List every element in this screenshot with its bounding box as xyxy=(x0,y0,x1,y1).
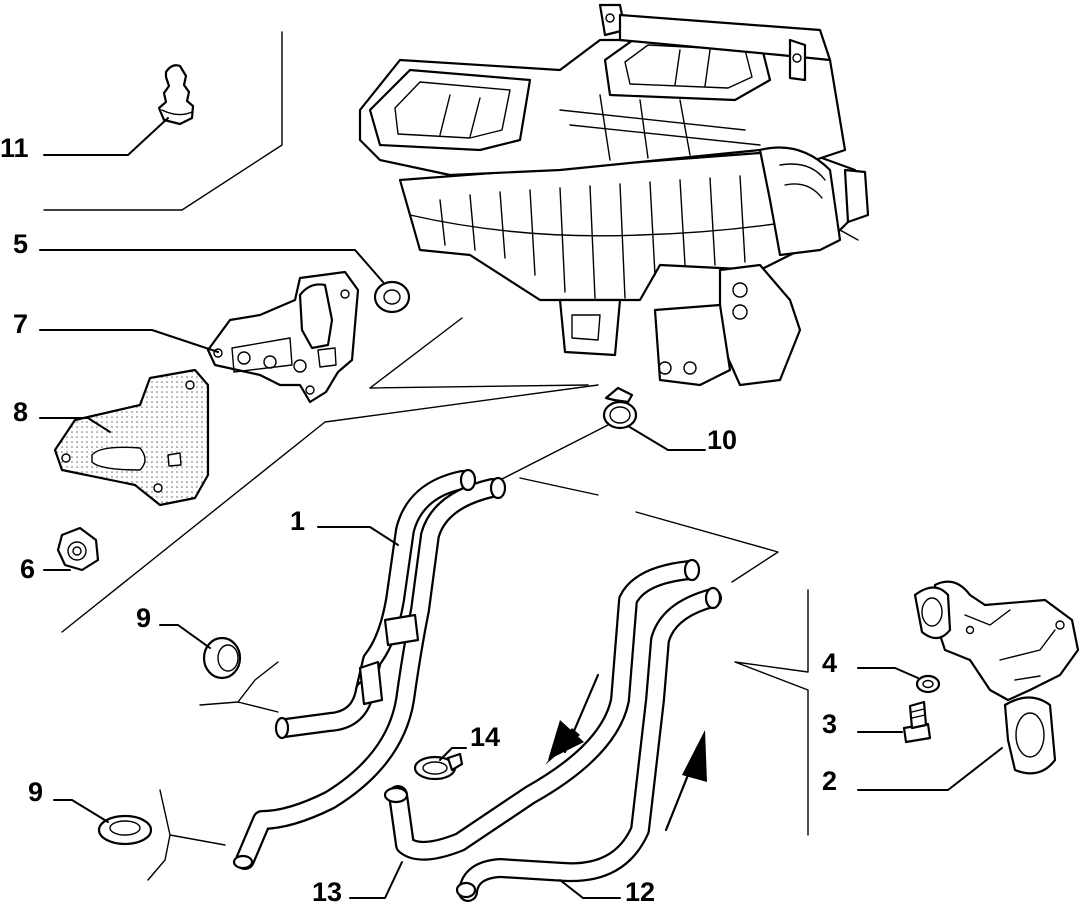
heater-housing xyxy=(358,3,870,387)
group-line-d xyxy=(519,477,599,496)
push-clip-part xyxy=(157,64,195,126)
callout-8: 8 xyxy=(13,397,28,427)
group-line-c xyxy=(61,384,599,633)
bracket-part-7 xyxy=(206,270,360,404)
grommet-part-9b xyxy=(97,814,153,846)
callout-labels: 11 5 7 8 6 10 1 9 14 9 13 12 4 3 2 xyxy=(0,133,837,907)
leader-10-hose xyxy=(499,424,609,481)
bracket-line-11 xyxy=(43,31,283,211)
group-line-e xyxy=(635,511,779,583)
callout-12: 12 xyxy=(625,877,655,907)
hose-assembly-1 xyxy=(232,468,507,870)
leader-1 xyxy=(317,526,399,546)
bracket-line-right xyxy=(734,589,809,836)
leader-11 xyxy=(43,117,169,156)
leader-8 xyxy=(39,417,111,433)
flow-arrow-down xyxy=(545,673,600,765)
callout-11: 11 xyxy=(0,133,29,163)
callout-7: 7 xyxy=(13,309,28,339)
callout-9b: 9 xyxy=(28,777,43,807)
bolt-part-3 xyxy=(902,700,932,744)
o-ring-part-4 xyxy=(915,674,941,694)
callout-9a: 9 xyxy=(136,603,151,633)
callout-6: 6 xyxy=(20,554,35,584)
leader-4 xyxy=(857,667,919,679)
bracket-9a xyxy=(199,661,279,713)
leader-9a xyxy=(159,624,211,649)
washer-part-5 xyxy=(373,280,411,314)
leader-10 xyxy=(627,425,706,451)
hose-part-13 xyxy=(383,558,701,861)
callout-3: 3 xyxy=(822,709,837,739)
group-line-a xyxy=(369,317,463,389)
leader-14 xyxy=(439,747,467,761)
leader-12 xyxy=(559,879,621,899)
leader-13 xyxy=(349,861,403,899)
grommet-part-9a xyxy=(202,636,242,680)
clamp-part-14 xyxy=(413,752,464,781)
hose-part-12 xyxy=(455,586,722,902)
leader-2 xyxy=(857,747,1003,791)
callout-2: 2 xyxy=(822,766,837,796)
hose-clamp-part-10 xyxy=(602,386,638,430)
plate-part-8 xyxy=(53,368,210,507)
nut-part-6 xyxy=(56,526,100,572)
leader-7 xyxy=(39,329,219,353)
callout-1: 1 xyxy=(290,506,305,536)
bracket-9b xyxy=(147,789,226,881)
group-line-b xyxy=(369,384,589,389)
callout-5: 5 xyxy=(13,229,28,259)
leader-9b xyxy=(53,799,109,823)
flow-arrow-up xyxy=(664,730,707,832)
callout-10: 10 xyxy=(707,425,737,455)
leader-5 xyxy=(39,249,384,283)
callout-14: 14 xyxy=(470,722,500,752)
callout-13: 13 xyxy=(312,877,342,907)
callout-4: 4 xyxy=(822,648,837,678)
valve-bracket-part-2 xyxy=(913,580,1080,775)
